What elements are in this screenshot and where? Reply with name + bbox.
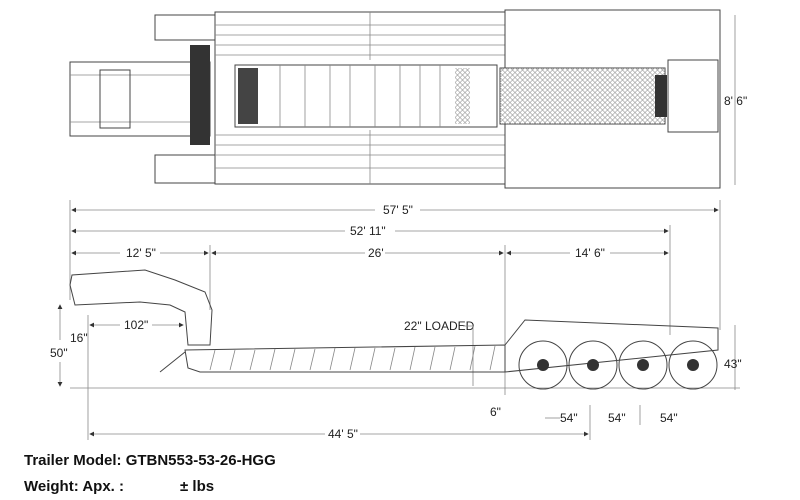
kingpin-plate	[99, 69, 131, 129]
rear-frame-side	[504, 319, 719, 373]
gooseneck-hinge	[190, 45, 210, 145]
ramp	[159, 351, 186, 373]
deck-well	[234, 64, 498, 128]
top-view: 8' 6"	[69, 9, 747, 189]
side-view-dimensions: 57' 5" 52' 11" 12' 5" 26' 14' 6" 50" 16"…	[50, 200, 742, 440]
side-view	[69, 269, 740, 390]
swing-clearance: 102"	[124, 318, 148, 332]
kingpin-to-axle: 44' 5"	[328, 427, 358, 440]
gooseneck-wheels-right	[154, 154, 216, 184]
trailer-drawing: 8' 6" 57' 5" 52' 11" 12' 5" 26' 14' 6" 5…	[50, 9, 747, 440]
weight-unit: ± lbs	[180, 478, 215, 495]
axle-spacing-1: 54"	[560, 411, 578, 425]
gooseneck-plan	[69, 61, 211, 137]
gooseneck-wheels-left	[154, 14, 216, 41]
ground-clearance: 6"	[490, 405, 501, 419]
wheel-1	[518, 340, 568, 390]
wheel-2	[568, 340, 618, 390]
fifth-wheel-height: 50"	[50, 346, 68, 360]
gooseneck-length: 12' 5"	[126, 246, 156, 260]
axle-spacing-2: 54"	[608, 411, 626, 425]
rear-axles-plan	[667, 59, 719, 133]
wheel-3	[618, 340, 668, 390]
width-dimension: 8' 6"	[724, 94, 747, 108]
deck-height-loaded: 22" LOADED	[404, 319, 475, 333]
rear-section-length: 14' 6"	[575, 246, 605, 260]
overall-length: 57' 5"	[383, 203, 413, 217]
length-to-axle: 52' 11"	[350, 224, 386, 238]
deck-length: 26'	[368, 246, 384, 260]
kingpin-setback: 16"	[70, 331, 88, 345]
axle-spacing-3: 54"	[660, 411, 678, 425]
wheels	[518, 340, 718, 390]
gooseneck-side	[69, 269, 213, 346]
weight-label: Weight: Apx. :	[24, 478, 124, 495]
main-deck-side	[184, 344, 506, 373]
trailer-model: Trailer Model: GTBN553-53-26-HGG	[24, 452, 276, 469]
rear-deck-height: 43"	[724, 357, 742, 371]
wheel-4	[668, 340, 718, 390]
